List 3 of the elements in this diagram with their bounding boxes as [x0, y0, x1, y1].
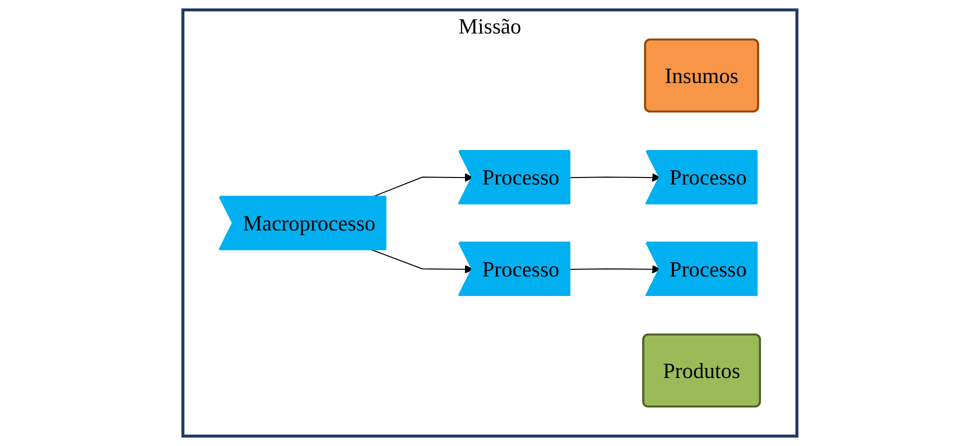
arrow: [370, 249, 473, 274]
arrow: [568, 264, 660, 274]
arrow: [568, 173, 660, 182]
